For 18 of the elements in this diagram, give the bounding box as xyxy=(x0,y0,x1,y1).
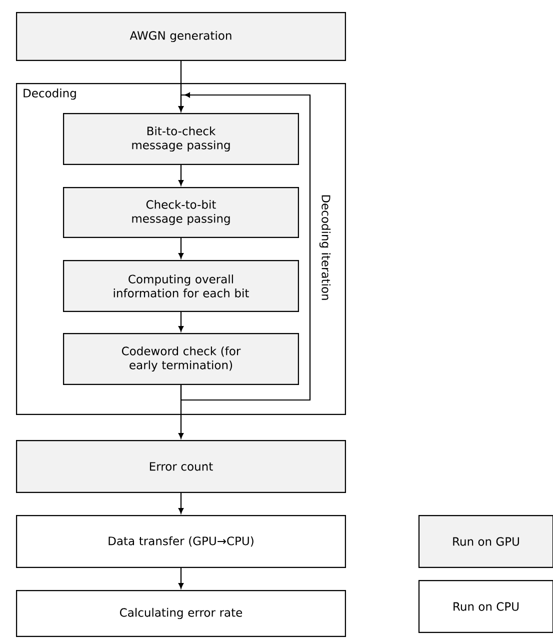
process-box: Codeword check (for early termination) xyxy=(63,333,299,385)
process-box: Bit-to-check message passing xyxy=(63,113,299,165)
legend-box: Run on GPU xyxy=(418,515,553,568)
arrow xyxy=(178,312,184,332)
arrow xyxy=(178,568,184,589)
process-box: Check-to-bit message passing xyxy=(63,187,299,238)
arrow xyxy=(178,92,311,401)
process-box: Data transfer (GPU→CPU) xyxy=(16,515,346,568)
arrow xyxy=(178,165,184,186)
legend-box: Run on CPU xyxy=(418,580,553,633)
process-box: AWGN generation xyxy=(16,12,346,61)
edge-label: Decoding iteration xyxy=(318,193,332,302)
process-box: Computing overall information for each bit xyxy=(63,260,299,312)
arrow xyxy=(178,493,184,514)
arrow xyxy=(178,385,184,439)
process-box: Calculating error rate xyxy=(16,590,346,637)
process-box: Error count xyxy=(16,440,346,493)
arrow xyxy=(178,238,184,259)
